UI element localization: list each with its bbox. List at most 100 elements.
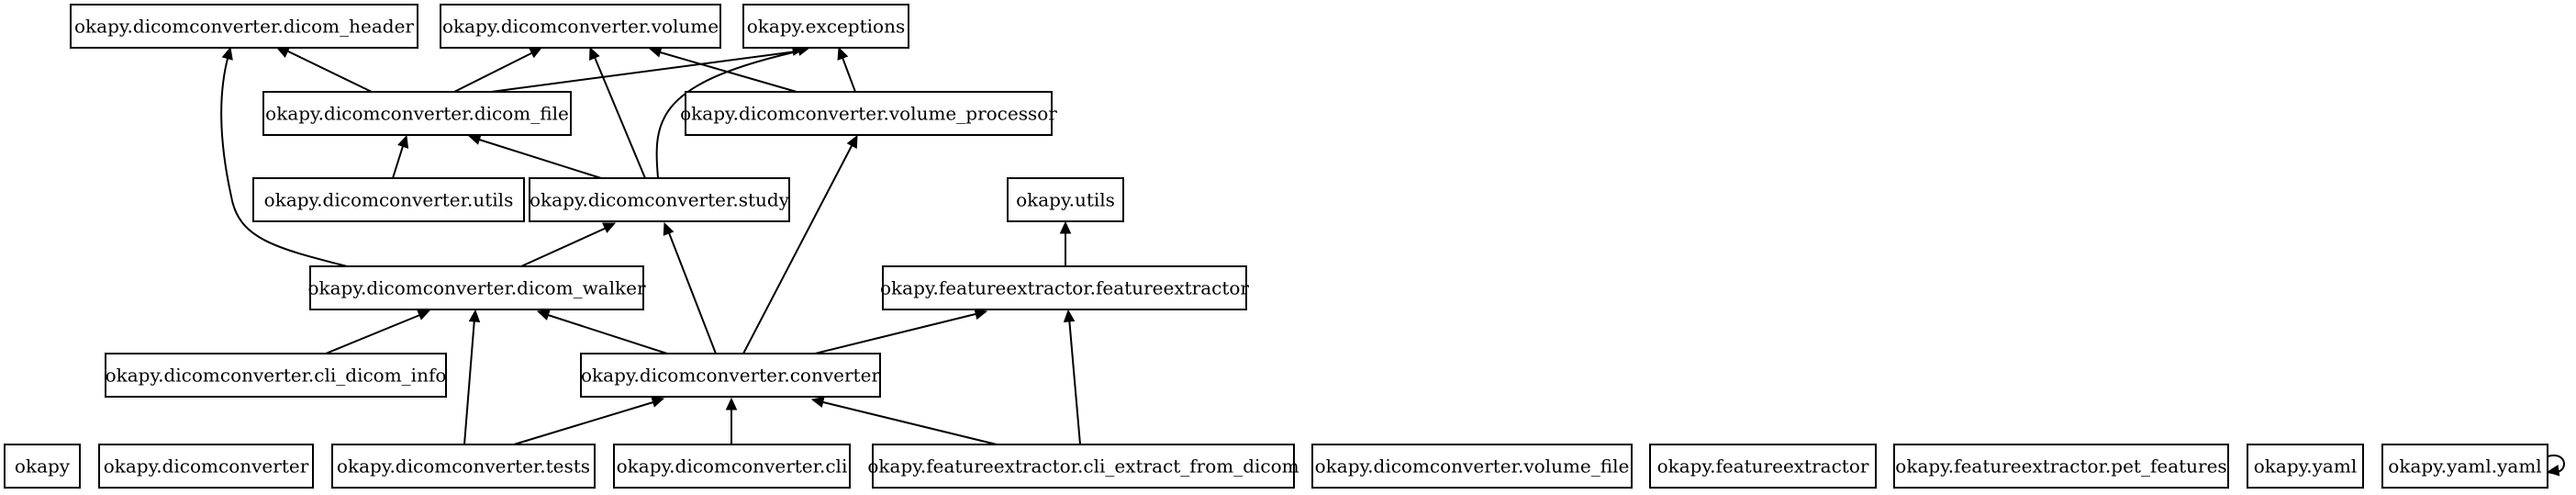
- node-label: okapy.yaml.yaml: [2388, 456, 2541, 478]
- edge-line: [392, 142, 405, 179]
- node-box: [262, 91, 572, 136]
- node-box: [4, 444, 81, 489]
- node-label: okapy.dicomconverter.dicom_walker: [307, 277, 646, 299]
- edge-line: [513, 400, 657, 445]
- edge-line: [325, 313, 423, 354]
- node-label: okapy.dicomconverter.volume_processor: [680, 103, 1057, 125]
- arrow-head-icon: [1063, 309, 1076, 323]
- edge-converter-to-dicom_walker: [536, 309, 668, 354]
- node-box: [98, 444, 314, 489]
- edge-cli_extract-to-converter: [810, 396, 998, 445]
- node-label: okapy.utils: [1016, 189, 1115, 211]
- node-yaml-yaml: okapy.yaml.yaml: [2381, 444, 2548, 489]
- edge-line: [490, 51, 797, 93]
- node-study: okapy.dicomconverter.study: [529, 177, 790, 222]
- node-tests: okapy.dicomconverter.tests: [331, 444, 596, 489]
- node-dicomconverter: okapy.dicomconverter: [98, 444, 314, 489]
- arrow-head-icon: [725, 397, 738, 411]
- node-label: okapy.featureextractor.cli_extract_from_…: [867, 456, 1299, 478]
- arrow-head-icon: [602, 222, 617, 233]
- arrow-head-icon: [275, 47, 290, 58]
- edge-line: [1068, 317, 1081, 445]
- node-converter: okapy.dicomconverter.converter: [580, 353, 881, 398]
- node-pet-features: okapy.featureextractor.pet_features: [1893, 444, 2229, 489]
- edges-layer: [220, 44, 2565, 477]
- node-exceptions: okapy.exceptions: [742, 4, 909, 49]
- node-label: okapy.yaml: [2254, 456, 2357, 478]
- arrow-head-icon: [846, 134, 858, 149]
- node-box: [685, 91, 1053, 136]
- node-label: okapy.dicomconverter.cli_dicom_info: [106, 365, 447, 387]
- node-volume-file: okapy.dicomconverter.volume_file: [1311, 444, 1633, 489]
- node-box: [580, 353, 881, 398]
- node-label: okapy.featureextractor.pet_features: [1895, 456, 2226, 478]
- edge-converter-to-volume_processor: [742, 134, 858, 354]
- arrow-head-icon: [536, 309, 551, 321]
- edge-line: [220, 54, 348, 267]
- node-box: [1893, 444, 2229, 489]
- edge-line: [814, 312, 980, 354]
- node-label: okapy.dicomconverter.volume: [442, 16, 719, 38]
- edge-line: [655, 49, 807, 179]
- arrow-head-icon: [663, 221, 675, 236]
- edge-cli-to-converter: [725, 397, 738, 444]
- edge-line: [284, 49, 373, 93]
- node-label: okapy.dicomconverter: [104, 456, 309, 478]
- arrow-head-icon: [397, 134, 409, 149]
- edge-line: [453, 51, 536, 93]
- edge-cli_dicom_info-to-dicom_walker: [325, 309, 431, 354]
- node-box: [529, 177, 790, 222]
- edge-volume_processor-to-exceptions: [837, 46, 856, 93]
- edge-dicom_file-to-volume: [453, 47, 543, 93]
- node-label: okapy.featureextractor: [1657, 456, 1869, 478]
- node-box: [742, 4, 909, 49]
- arrow-head-icon: [974, 308, 988, 321]
- node-box: [105, 353, 447, 398]
- arrow-head-icon: [837, 46, 849, 61]
- node-box: [252, 177, 525, 222]
- edge-featureextractor_fe-to-okapy_utils: [1059, 220, 1072, 266]
- node-volume-processor: okapy.dicomconverter.volume_processor: [680, 91, 1057, 136]
- node-label: okapy.dicomconverter.utils: [264, 189, 514, 211]
- node-box: [1649, 444, 1877, 489]
- arrow-head-icon: [589, 46, 600, 61]
- node-cli: okapy.dicomconverter.cli: [613, 444, 851, 489]
- node-featureextractor: okapy.featureextractor: [1649, 444, 1877, 489]
- node-label: okapy.featureextractor.featureextractor: [880, 277, 1249, 299]
- edge-line: [520, 226, 609, 267]
- node-utils-dc: okapy.dicomconverter.utils: [252, 177, 525, 222]
- edge-line: [475, 138, 602, 179]
- arrow-head-icon: [221, 46, 233, 61]
- edge-line: [742, 141, 854, 354]
- node-label: okapy.dicomconverter.converter: [581, 365, 880, 387]
- edge-dicom_file-to-dicom_header: [275, 47, 373, 93]
- edge-study-to-volume: [589, 46, 646, 179]
- node-label: okapy.dicomconverter.study: [530, 189, 790, 211]
- arrow-head-icon: [810, 396, 825, 409]
- node-box: [882, 265, 1247, 310]
- node-box: [613, 444, 851, 489]
- node-dicom-header: okapy.dicomconverter.dicom_header: [70, 4, 418, 49]
- node-box: [2381, 444, 2548, 489]
- node-box: [70, 4, 418, 49]
- node-yaml: okapy.yaml: [2247, 444, 2364, 489]
- node-label: okapy.dicomconverter.cli: [617, 456, 848, 478]
- arrow-head-icon: [529, 47, 543, 59]
- arrow-head-icon: [651, 396, 665, 408]
- node-dicom-walker: okapy.dicomconverter.dicom_walker: [307, 265, 646, 310]
- edge-tests-to-converter: [513, 396, 665, 445]
- node-label: okapy.dicomconverter.volume_file: [1315, 456, 1630, 478]
- node-label: okapy.dicomconverter.tests: [337, 456, 590, 478]
- node-box: [872, 444, 1295, 489]
- edge-yaml_yaml-to-yaml_yaml: [2546, 454, 2565, 477]
- edge-line: [841, 54, 856, 93]
- node-cli-dicom-info: okapy.dicomconverter.cli_dicom_info: [105, 353, 447, 398]
- arrow-head-icon: [417, 309, 431, 321]
- node-label: okapy.exceptions: [747, 16, 905, 38]
- node-box: [440, 4, 721, 49]
- edge-cli_extract-to-featureextractor_fe: [1063, 309, 1081, 445]
- edge-converter-to-study: [663, 221, 717, 354]
- edge-line: [819, 400, 998, 445]
- edge-line: [463, 318, 475, 445]
